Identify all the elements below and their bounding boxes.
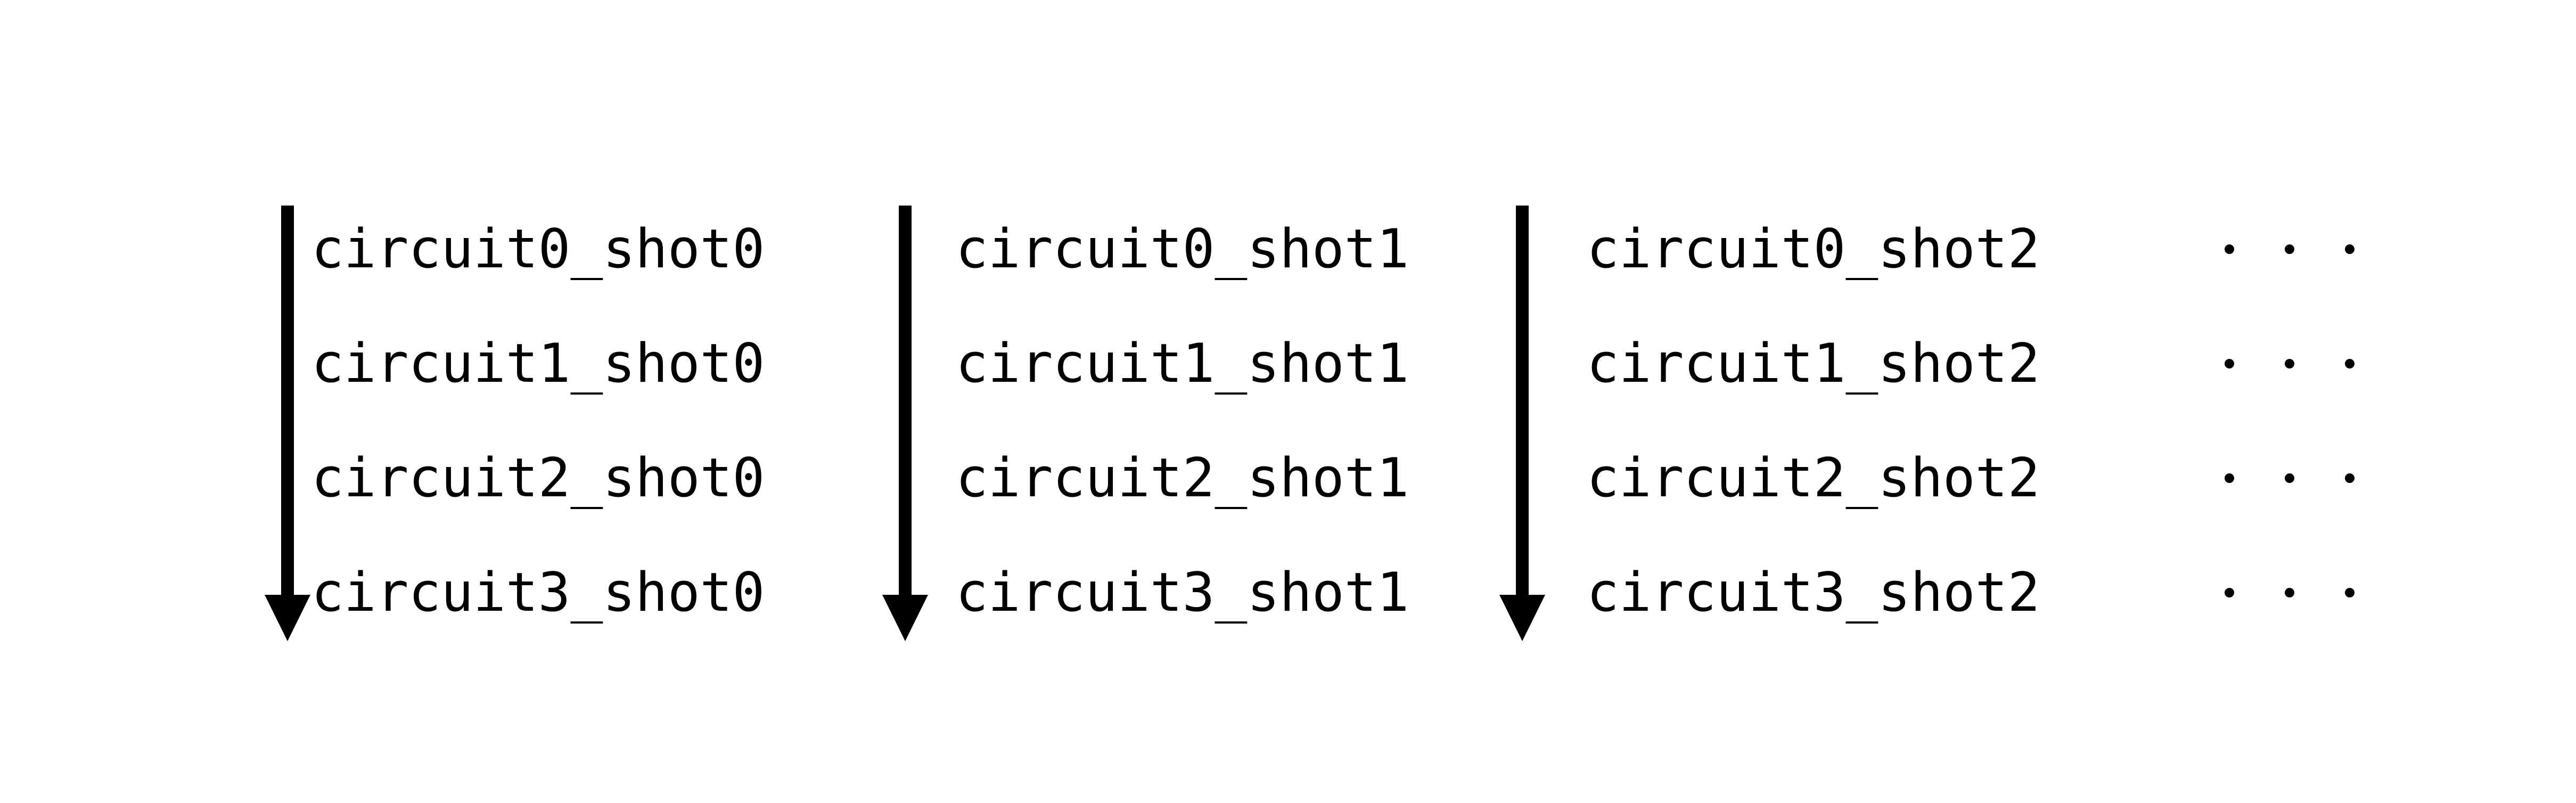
- horizontal-ellipsis: [2225, 588, 2355, 597]
- shot-label: circuit1_shot2: [1587, 332, 2040, 395]
- down-arrow-icon: [1499, 206, 1545, 641]
- ellipsis-dot: [2345, 588, 2355, 597]
- horizontal-ellipsis: [2225, 244, 2355, 254]
- ellipsis-dot: [2345, 359, 2355, 368]
- ellipsis-dot: [2225, 359, 2234, 368]
- shot-label: circuit3_shot1: [956, 561, 1409, 624]
- ellipsis-dot: [2285, 473, 2294, 483]
- down-arrow-icon: [265, 206, 310, 641]
- down-arrow-icon: [882, 206, 928, 641]
- ellipsis-dot: [2345, 244, 2355, 254]
- ellipsis-dot: [2285, 588, 2294, 597]
- shot-label: circuit2_shot1: [956, 446, 1409, 509]
- shot-label: circuit2_shot2: [1587, 446, 2040, 509]
- shot-label: circuit3_shot0: [311, 561, 765, 624]
- shot-label: circuit2_shot0: [311, 446, 765, 509]
- shot-label: circuit0_shot0: [311, 217, 765, 280]
- horizontal-ellipsis: [2225, 473, 2355, 483]
- shot-label: circuit0_shot2: [1587, 217, 2040, 280]
- ellipsis-dot: [2225, 473, 2234, 483]
- ellipsis-dot: [2345, 473, 2355, 483]
- shot-label: circuit0_shot1: [956, 217, 1409, 280]
- ellipsis-dot: [2225, 244, 2234, 254]
- ellipsis-dot: [2285, 244, 2294, 254]
- ellipsis-dot: [2285, 359, 2294, 368]
- shot-label: circuit3_shot2: [1587, 561, 2040, 624]
- shot-label: circuit1_shot0: [311, 332, 765, 395]
- ellipsis-dot: [2225, 588, 2234, 597]
- horizontal-ellipsis: [2225, 359, 2355, 368]
- shot-label: circuit1_shot1: [956, 332, 1409, 395]
